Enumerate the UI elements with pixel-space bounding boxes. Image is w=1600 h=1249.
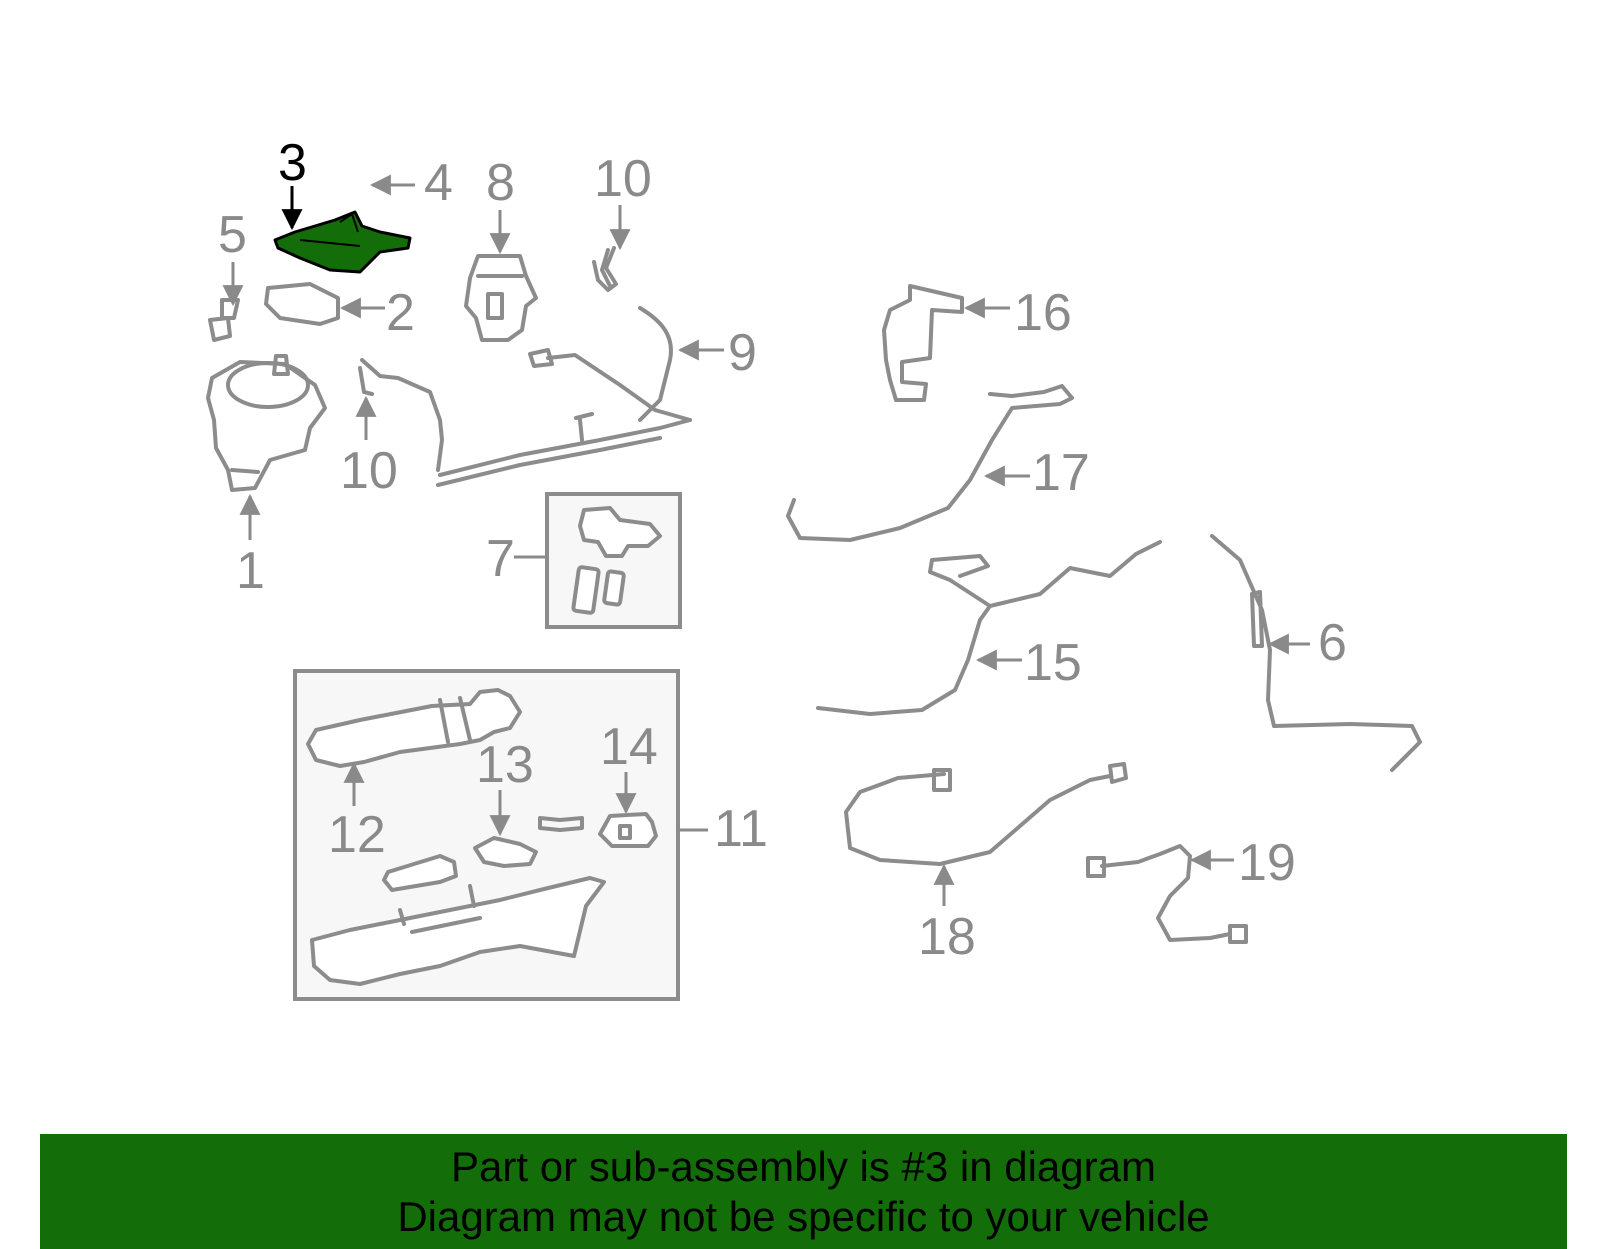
label-13: 13 (476, 736, 534, 794)
parts-diagram: 3 4 5 2 1 8 10 9 10 16 17 7 15 6 14 13 1… (206, 134, 1422, 1001)
part-1-air-pump (206, 354, 327, 492)
part-5-bolt (208, 298, 240, 342)
part-10-lower-hose (358, 358, 444, 472)
label-3: 3 (278, 134, 307, 192)
part-6-tube (1210, 534, 1422, 772)
part-15-tube (816, 540, 1162, 716)
part-9-harness (436, 306, 692, 487)
label-10-lower: 10 (340, 442, 398, 500)
label-16: 16 (1014, 284, 1072, 342)
label-18: 18 (918, 908, 976, 966)
label-15: 15 (1024, 634, 1082, 692)
label-9: 9 (728, 324, 757, 382)
label-10-upper: 10 (594, 150, 652, 208)
leader-lines (222, 174, 1310, 906)
part-18-sensor (844, 762, 1128, 866)
label-4: 4 (424, 154, 453, 212)
banner-line-1: Part or sub-assembly is #3 in diagram (451, 1143, 1156, 1190)
label-8: 8 (486, 154, 515, 212)
part-17-tube (786, 384, 1074, 542)
part-7-contents (571, 506, 662, 615)
label-6: 6 (1318, 614, 1347, 672)
label-11: 11 (714, 800, 768, 858)
info-banner: Part or sub-assembly is #3 in diagram Di… (40, 1134, 1567, 1249)
label-19: 19 (1238, 834, 1296, 892)
label-2: 2 (386, 284, 415, 342)
banner-line-2: Diagram may not be specific to your vehi… (397, 1193, 1210, 1240)
part-10-upper-hose (592, 246, 618, 292)
part-3-highlighted[interactable] (273, 210, 412, 274)
part-16-solenoid (882, 284, 964, 402)
label-12: 12 (328, 806, 386, 864)
label-1: 1 (236, 542, 265, 600)
part-8-valve (464, 254, 538, 342)
part-2-gasket (264, 282, 340, 326)
label-14: 14 (600, 718, 658, 776)
label-5: 5 (218, 206, 247, 264)
label-7: 7 (486, 530, 515, 588)
label-17: 17 (1032, 444, 1090, 502)
part-11-contents (306, 688, 658, 986)
part-19-sensor (1086, 844, 1248, 944)
